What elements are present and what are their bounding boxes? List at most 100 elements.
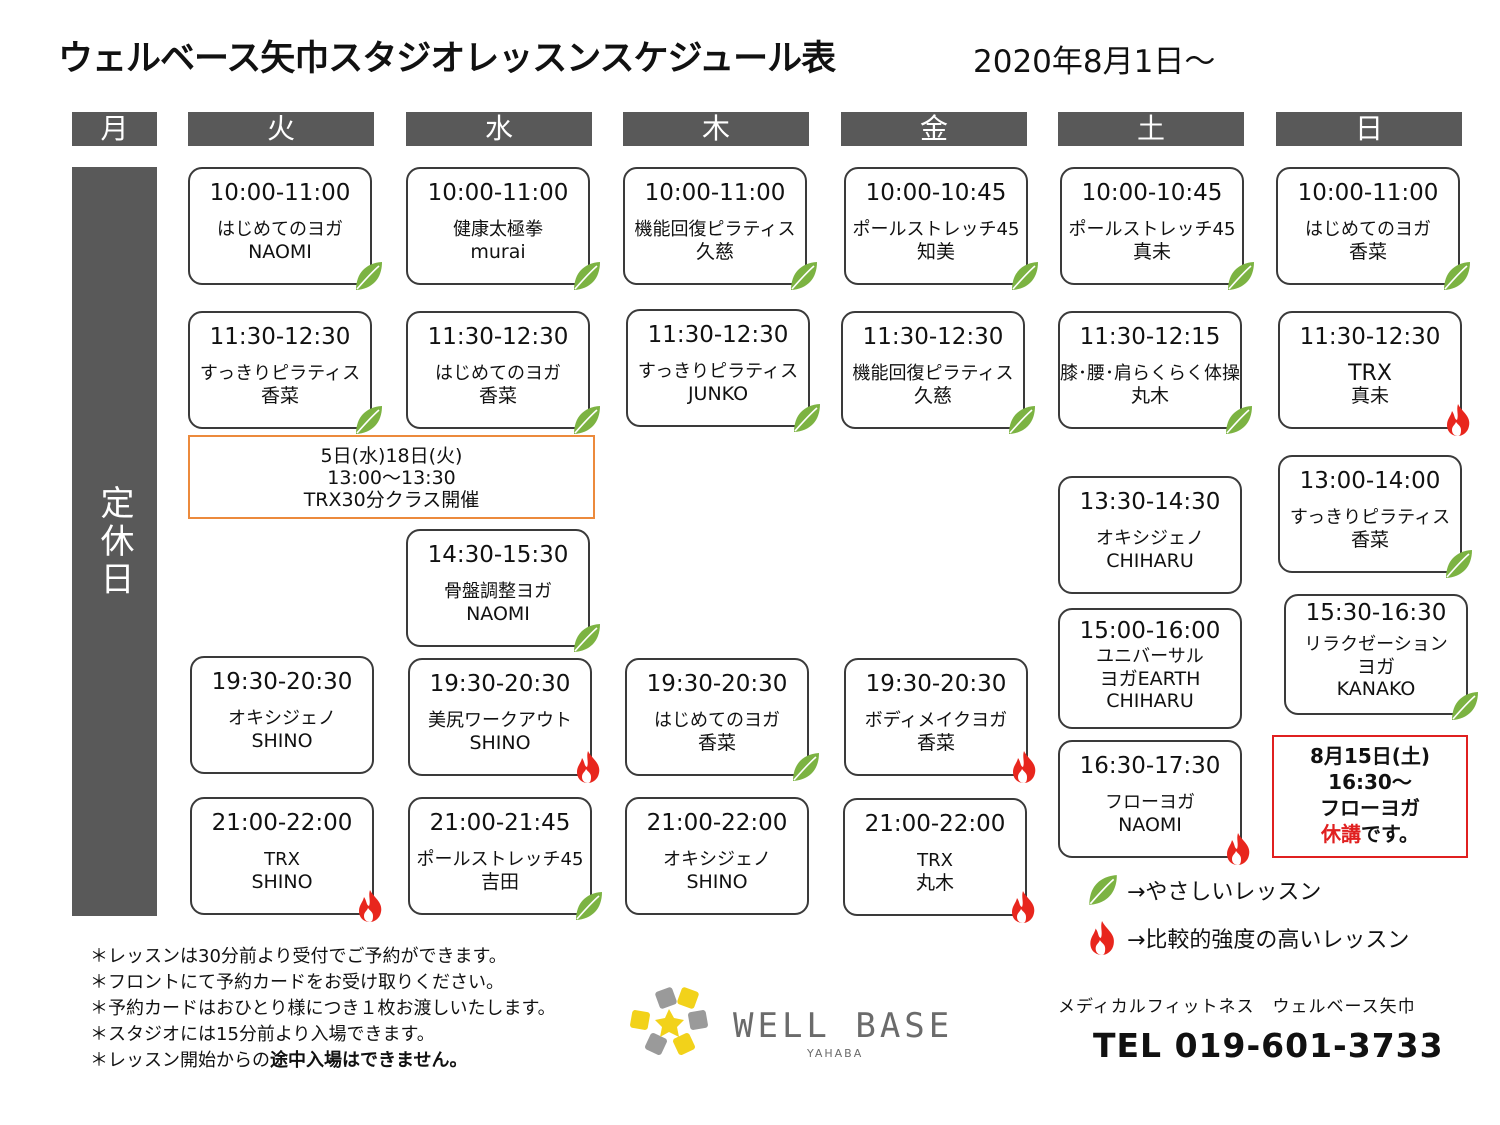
lesson-card[interactable]: 16:30-17:30 フローヨガ NAOMI bbox=[1058, 740, 1242, 858]
lesson-instructor: ヨガEARTH bbox=[1099, 668, 1201, 690]
lesson-card[interactable]: 19:30-20:30 ボディメイクヨガ 香菜 bbox=[844, 658, 1028, 776]
lesson-card[interactable]: 15:30-16:30 リラクゼーション ヨガ KANAKO bbox=[1284, 594, 1468, 715]
lesson-time: 10:00-11:00 bbox=[209, 180, 351, 206]
lesson-time: 11:30-12:30 bbox=[1299, 324, 1441, 350]
leaf-icon bbox=[790, 401, 822, 435]
lesson-card[interactable]: 19:30-20:30 オキシジェノ SHINO bbox=[190, 656, 374, 774]
lesson-instructor: 知美 bbox=[916, 241, 955, 263]
lesson-instructor: 香菜 bbox=[260, 385, 299, 407]
lesson-card[interactable]: 19:30-20:30 はじめてのヨガ 香菜 bbox=[625, 658, 809, 776]
logo-mark-icon bbox=[630, 987, 708, 1055]
lesson-card[interactable]: 10:00-11:00 はじめてのヨガ NAOMI bbox=[188, 167, 372, 285]
lesson-time: 11:30-12:30 bbox=[862, 324, 1004, 350]
day-header-sat: 土 bbox=[1058, 112, 1244, 146]
lesson-instructor: NAOMI bbox=[1118, 814, 1182, 836]
lesson-instructor: JUNKO bbox=[687, 383, 749, 405]
leaf-icon bbox=[1085, 872, 1119, 908]
leaf-icon bbox=[352, 259, 384, 293]
leaf-icon bbox=[1448, 689, 1480, 723]
note-text: ＊レッスン開始からの bbox=[90, 1050, 270, 1071]
notice-dates: 5日(水)18日(火) bbox=[320, 445, 463, 467]
lesson-card[interactable]: 13:30-14:30 オキシジェノ CHIHARU bbox=[1058, 476, 1242, 594]
lesson-instructor: CHIHARU bbox=[1106, 550, 1194, 572]
lesson-card[interactable]: 11:30-12:30 機能回復ピラティス 久慈 bbox=[841, 311, 1025, 429]
lesson-instructor: KANAKO bbox=[1336, 678, 1416, 700]
lesson-instructor: 真未 bbox=[1350, 385, 1389, 407]
lesson-card[interactable]: 14:30-15:30 骨盤調整ヨガ NAOMI bbox=[406, 529, 590, 647]
lesson-instructor: 久慈 bbox=[913, 385, 952, 407]
lesson-card[interactable]: 10:00-11:00 機能回復ピラティス 久慈 bbox=[623, 167, 807, 285]
lesson-time: 19:30-20:30 bbox=[429, 671, 571, 697]
note-item: ＊レッスンは30分前より受付でご予約ができます。 bbox=[90, 946, 507, 967]
lesson-time: 14:30-15:30 bbox=[427, 542, 569, 568]
lesson-name: ユニバーサル bbox=[1096, 646, 1204, 667]
lesson-instructor: 吉田 bbox=[480, 871, 519, 893]
start-date: 2020年8月1日～ bbox=[973, 44, 1216, 80]
leaf-icon bbox=[787, 259, 819, 293]
lesson-card[interactable]: 15:00-16:00 ユニバーサル ヨガEARTH CHIHARU bbox=[1058, 608, 1242, 729]
lesson-card[interactable]: 10:00-11:00 はじめてのヨガ 香菜 bbox=[1276, 167, 1460, 285]
flame-icon bbox=[1222, 832, 1254, 866]
notes: ＊レッスンは30分前より受付でご予約ができます。 ＊フロントにて予約カードをお受… bbox=[90, 944, 556, 1074]
lesson-time: 15:30-16:30 bbox=[1305, 600, 1447, 626]
lesson-time: 11:30-12:30 bbox=[209, 324, 351, 350]
lesson-card[interactable]: 21:00-21:45 ポールストレッチ45 吉田 bbox=[408, 797, 592, 915]
day-header-wed: 水 bbox=[406, 112, 592, 146]
lesson-card[interactable]: 11:30-12:15 膝･腰･肩らくらく体操 丸木 bbox=[1058, 311, 1242, 429]
note-item: ＊予約カードはおひとり様につき１枚お渡しいたします。 bbox=[90, 998, 556, 1019]
day-header-thu: 木 bbox=[623, 112, 809, 146]
lesson-instructor: SHINO bbox=[251, 730, 313, 752]
lesson-name: オキシジェノ bbox=[663, 849, 771, 870]
lesson-card[interactable]: 21:00-22:00 TRX 丸木 bbox=[843, 798, 1027, 916]
lesson-card[interactable]: 21:00-22:00 TRX SHINO bbox=[190, 797, 374, 915]
cancel-time: 16:30～ bbox=[1328, 770, 1412, 794]
lesson-card[interactable]: 11:30-12:30 TRX 真未 bbox=[1278, 311, 1462, 429]
lesson-card[interactable]: 13:00-14:00 すっきりピラティス 香菜 bbox=[1278, 455, 1462, 573]
flame-icon bbox=[354, 889, 386, 923]
leaf-icon bbox=[572, 889, 604, 923]
lesson-time: 11:30-12:15 bbox=[1079, 324, 1221, 350]
lesson-instructor: SHINO bbox=[469, 732, 531, 754]
lesson-time: 15:00-16:00 bbox=[1079, 618, 1221, 644]
note-item: ＊スタジオには15分前より入場できます。 bbox=[90, 1024, 435, 1045]
lesson-name: ポールストレッチ45 bbox=[416, 849, 584, 870]
lesson-card[interactable]: 11:30-12:30 すっきりピラティス 香菜 bbox=[188, 311, 372, 429]
lesson-instructor: 真未 bbox=[1132, 241, 1171, 263]
lesson-time: 11:30-12:30 bbox=[427, 324, 569, 350]
lesson-name: ボディメイクヨガ bbox=[864, 710, 1008, 731]
lesson-time: 16:30-17:30 bbox=[1079, 753, 1221, 779]
lesson-instructor: 香菜 bbox=[1348, 241, 1387, 263]
phone-number: TEL 019-601-3733 bbox=[1093, 1026, 1444, 1065]
leaf-icon bbox=[1005, 403, 1037, 437]
leaf-icon bbox=[1222, 403, 1254, 437]
lesson-time: 19:30-20:30 bbox=[865, 671, 1007, 697]
lesson-name: TRX bbox=[1348, 361, 1392, 386]
lesson-name: 機能回復ピラティス bbox=[634, 219, 796, 240]
logo-main-text: WELL BASE bbox=[733, 1006, 953, 1046]
lesson-card[interactable]: 21:00-22:00 オキシジェノ SHINO bbox=[625, 797, 809, 915]
lesson-name: オキシジェノ bbox=[1096, 528, 1204, 549]
leaf-icon bbox=[352, 403, 384, 437]
leaf-icon bbox=[1008, 259, 1040, 293]
lesson-card[interactable]: 11:30-12:30 はじめてのヨガ 香菜 bbox=[406, 311, 590, 429]
lesson-card[interactable]: 10:00-10:45 ポールストレッチ45 真未 bbox=[1060, 167, 1244, 285]
day-header-fri: 金 bbox=[841, 112, 1027, 146]
lesson-time: 21:00-22:00 bbox=[864, 811, 1006, 837]
day-header-sun: 日 bbox=[1276, 112, 1462, 146]
lesson-card[interactable]: 10:00-11:00 健康太極拳 murai bbox=[406, 167, 590, 285]
lesson-instructor: ヨガ bbox=[1356, 656, 1395, 678]
lesson-time: 10:00-11:00 bbox=[1297, 180, 1439, 206]
day-header-tue: 火 bbox=[188, 112, 374, 146]
lesson-time: 21:00-22:00 bbox=[646, 810, 788, 836]
cancellation-notice: 8月15日(土) 16:30～ フローヨガ 休講です。 bbox=[1272, 735, 1468, 858]
lesson-name: 骨盤調整ヨガ bbox=[444, 581, 552, 602]
lesson-card[interactable]: 19:30-20:30 美尻ワークアウト SHINO bbox=[408, 658, 592, 776]
logo-sub-text: YAHABA bbox=[806, 1047, 863, 1060]
lesson-instructor: SHINO bbox=[251, 871, 313, 893]
cancel-lesson: フローヨガ bbox=[1320, 796, 1420, 820]
lesson-card[interactable]: 10:00-10:45 ポールストレッチ45 知美 bbox=[844, 167, 1028, 285]
lesson-card[interactable]: 11:30-12:30 すっきりピラティス JUNKO bbox=[626, 309, 810, 427]
lesson-instructor: NAOMI bbox=[248, 241, 312, 263]
leaf-icon bbox=[1440, 259, 1472, 293]
well-base-logo: WELL BASE YAHABA bbox=[630, 987, 953, 1060]
